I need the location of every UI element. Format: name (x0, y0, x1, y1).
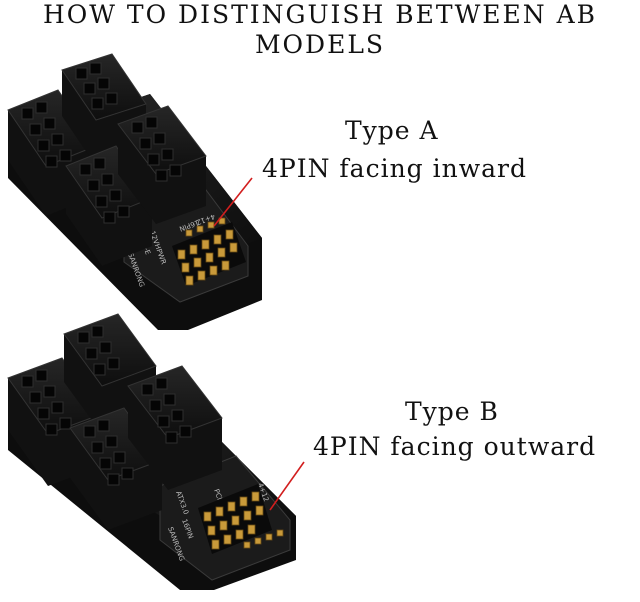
type-a-adapter: 12VHPWR PCI-E 16PIN 4+12 SANRONG (7, 53, 262, 330)
type-b-adapter: ATX3.0 PCI-E 16PIN 4+12 SANRONG (7, 313, 305, 590)
type-b-4pin (243, 529, 284, 549)
type-b-16pin-socket (198, 484, 284, 554)
type-b-pointer-arrow (269, 461, 305, 511)
type-b-pcb: ATX3.0 PCI-E 16PIN 4+12 SANRONG (159, 455, 291, 581)
type-a-16pin-socket (172, 217, 246, 286)
type-a-description: 4PIN facing inward (262, 154, 527, 183)
page-title: HOW TO DISTINGUISH BETWEEN AB MODELS (42, 0, 598, 59)
type-a-connector-front-right (117, 105, 207, 224)
type-b-label: Type B (405, 397, 499, 426)
type-b-connector-front-right (127, 365, 223, 490)
type-b-description: 4PIN facing outward (313, 432, 597, 461)
type-a-label: Type A (345, 116, 439, 145)
type-a-pointer-arrow (213, 177, 253, 227)
